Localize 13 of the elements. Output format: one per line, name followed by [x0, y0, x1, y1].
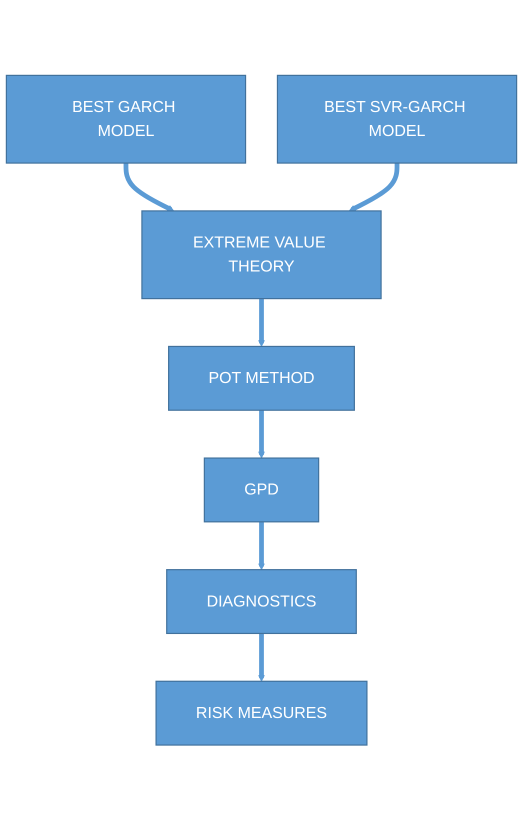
arrow	[258, 633, 265, 682]
node-box: BEST SVR-GARCH MODEL	[276, 74, 518, 164]
node-box: GPD	[204, 457, 320, 522]
arrow	[258, 410, 265, 458]
node-box: BEST GARCH MODEL	[6, 74, 246, 164]
arrow	[258, 298, 265, 347]
node-box: DIAGNOSTICS	[166, 568, 357, 634]
node-box: POT METHOD	[168, 346, 355, 411]
arrow	[258, 522, 265, 570]
arrow	[124, 162, 174, 212]
node-box: EXTREME VALUE THEORY	[141, 210, 382, 299]
node-box: RISK MEASURES	[155, 680, 368, 746]
arrow	[348, 162, 400, 212]
